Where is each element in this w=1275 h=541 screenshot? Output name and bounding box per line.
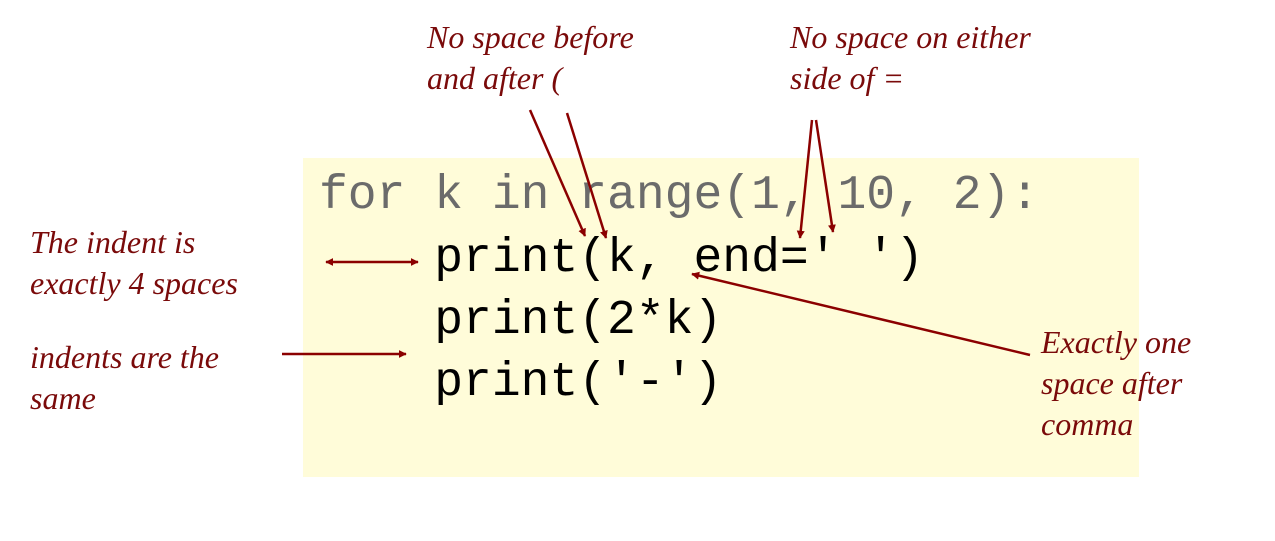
arrow-equals-right <box>814 119 836 233</box>
code-line-print-dash: print('-') <box>319 356 723 410</box>
code-block: for k in range(1, 10, 2): print(k, end='… <box>303 158 1139 477</box>
annotation-comma-line1: Exactly one <box>1041 324 1192 360</box>
annotation-equals-line2: side of = <box>790 60 905 96</box>
annotation-indent-line1: The indent is <box>30 224 196 260</box>
arrow-equals-left <box>796 119 814 239</box>
annotation-indents-same: indents are the same <box>30 337 219 419</box>
code-line-print-k: print(k, end=' ') <box>319 232 924 286</box>
annotation-indent-line2: exactly 4 spaces <box>30 265 238 301</box>
annotation-same-line1: indents are the <box>30 339 219 375</box>
annotation-indent-width: The indent is exactly 4 spaces <box>30 222 238 304</box>
arrow-comma <box>691 271 1031 357</box>
annotation-comma-spacing: Exactly one space after comma <box>1041 322 1191 445</box>
annotation-comma-line2: space after <box>1041 365 1183 401</box>
annotation-paren-line1: No space before <box>427 19 634 55</box>
annotation-equals-line1: No space on either <box>790 19 1031 55</box>
code-line-for: for k in range(1, 10, 2): <box>319 169 1040 223</box>
annotation-paren-line2: and after ( <box>427 60 563 96</box>
annotation-comma-line3: comma <box>1041 406 1134 442</box>
arrow-paren-left <box>528 109 587 237</box>
arrow-paren-right <box>565 112 608 239</box>
annotation-same-line2: same <box>30 380 96 416</box>
code-line-print-2k: print(2*k) <box>319 294 723 348</box>
annotation-paren-spacing: No space before and after ( <box>427 17 634 99</box>
annotation-equals-spacing: No space on either side of = <box>790 17 1031 99</box>
